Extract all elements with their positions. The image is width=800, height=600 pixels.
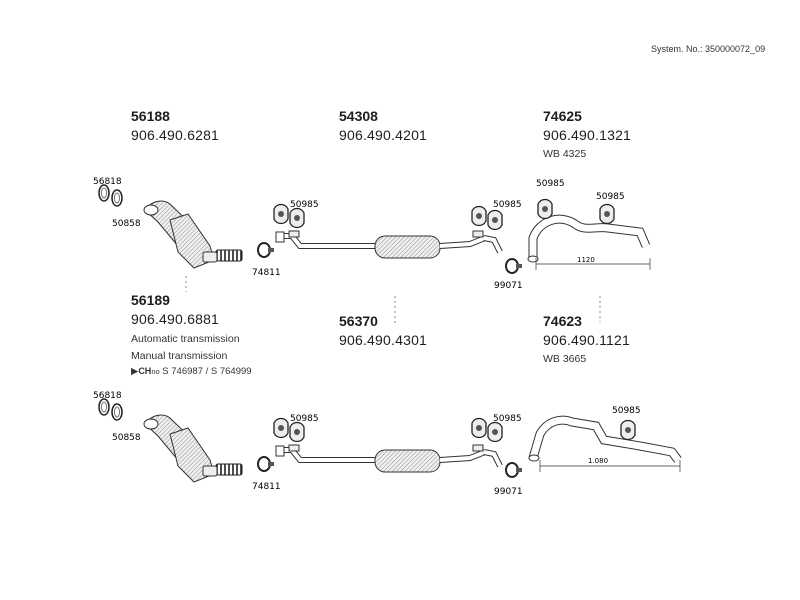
top-clamp-99071 xyxy=(505,258,523,274)
bottom-clamp-74811 xyxy=(257,456,275,472)
callout-bottom-50985-front: 50985 xyxy=(290,414,319,424)
bottom-silencer-part-number: 56370 xyxy=(339,313,378,329)
callout-top-56818: 56818 xyxy=(93,177,122,187)
bottom-tailpipe-length: 1.080 xyxy=(588,457,608,465)
callout-top-50985-tail-right: 50985 xyxy=(596,192,625,202)
bottom-hanger-front-2 xyxy=(289,421,305,443)
bottom-hanger-rear xyxy=(471,417,487,439)
top-silencer-part-number: 54308 xyxy=(339,108,378,124)
top-tailpipe-hanger-2 xyxy=(599,203,615,225)
bottom-gasket-flat-50858 xyxy=(111,403,123,421)
chassis-arrow-icon: ▶ xyxy=(131,366,139,377)
top-hanger-front xyxy=(273,203,289,225)
bottom-silencer-assembly xyxy=(276,445,500,472)
callout-top-50858: 50858 xyxy=(112,219,141,229)
top-tailpipe-oem-number: 906.490.1321 xyxy=(543,127,632,143)
bottom-converter-note-auto: Automatic transmission xyxy=(131,333,240,345)
callout-bottom-74811: 74811 xyxy=(252,482,281,492)
bottom-converter-chassis: ▶CHno S 746987 / S 764999 xyxy=(131,366,252,377)
top-gasket-ring-56818 xyxy=(98,184,110,202)
top-converter-oem-number: 906.490.6281 xyxy=(131,127,220,143)
top-tailpipe-wheelbase: WB 4325 xyxy=(543,148,587,160)
top-silencer-oem-number: 906.490.4201 xyxy=(339,127,428,143)
top-hanger-rear-2 xyxy=(487,209,503,231)
top-hanger-front-2 xyxy=(289,207,305,229)
callout-bottom-50985-tail: 50985 xyxy=(612,406,641,416)
bottom-tailpipe-wheelbase: WB 3665 xyxy=(543,353,587,365)
top-clamp-74811 xyxy=(257,242,275,258)
bottom-converter-part-number: 56189 xyxy=(131,292,170,308)
callout-bottom-50858: 50858 xyxy=(112,433,141,443)
callout-bottom-56818: 56818 xyxy=(93,391,122,401)
bottom-gasket-ring-56818 xyxy=(98,398,110,416)
bottom-tailpipe-oem-number: 906.490.1121 xyxy=(543,332,631,348)
top-tailpipe-hanger xyxy=(537,198,553,220)
system-number: System. No.: 350000072_09 xyxy=(651,44,766,54)
chassis-prefix: CH xyxy=(138,366,152,376)
bottom-hanger-rear-2 xyxy=(487,421,503,443)
callout-bottom-50985-rear: 50985 xyxy=(493,414,522,424)
callout-top-99071: 99071 xyxy=(494,281,523,291)
bottom-tailpipe-part-number: 74623 xyxy=(543,313,582,329)
callout-top-50985-rear: 50985 xyxy=(493,200,522,210)
bottom-silencer-oem-number: 906.490.4301 xyxy=(339,332,428,348)
callout-top-50985-front: 50985 xyxy=(290,200,319,210)
bottom-tailpipe-assembly xyxy=(528,415,682,472)
bottom-converter-oem-number: 906.490.6881 xyxy=(131,311,220,327)
top-gasket-flat-50858 xyxy=(111,189,123,207)
top-hanger-rear xyxy=(471,205,487,227)
top-tailpipe-length: 1120 xyxy=(577,256,595,264)
top-silencer-assembly xyxy=(276,231,500,258)
bottom-converter-note-manual: Manual transmission xyxy=(131,350,228,362)
callout-bottom-99071: 99071 xyxy=(494,487,523,497)
bottom-converter-assembly xyxy=(143,414,243,483)
top-tailpipe-assembly xyxy=(527,214,651,270)
callout-top-50985-tail-left: 50985 xyxy=(536,179,565,189)
bottom-clamp-99071 xyxy=(505,462,523,478)
top-converter-part-number: 56188 xyxy=(131,108,170,124)
chassis-no-label: no xyxy=(151,367,160,376)
callout-top-74811: 74811 xyxy=(252,268,281,278)
bottom-tailpipe-hanger xyxy=(620,419,636,441)
chassis-range: S 746987 / S 764999 xyxy=(162,366,252,377)
top-converter-assembly xyxy=(143,200,243,269)
bottom-hanger-front xyxy=(273,417,289,439)
top-tailpipe-part-number: 74625 xyxy=(543,108,582,124)
